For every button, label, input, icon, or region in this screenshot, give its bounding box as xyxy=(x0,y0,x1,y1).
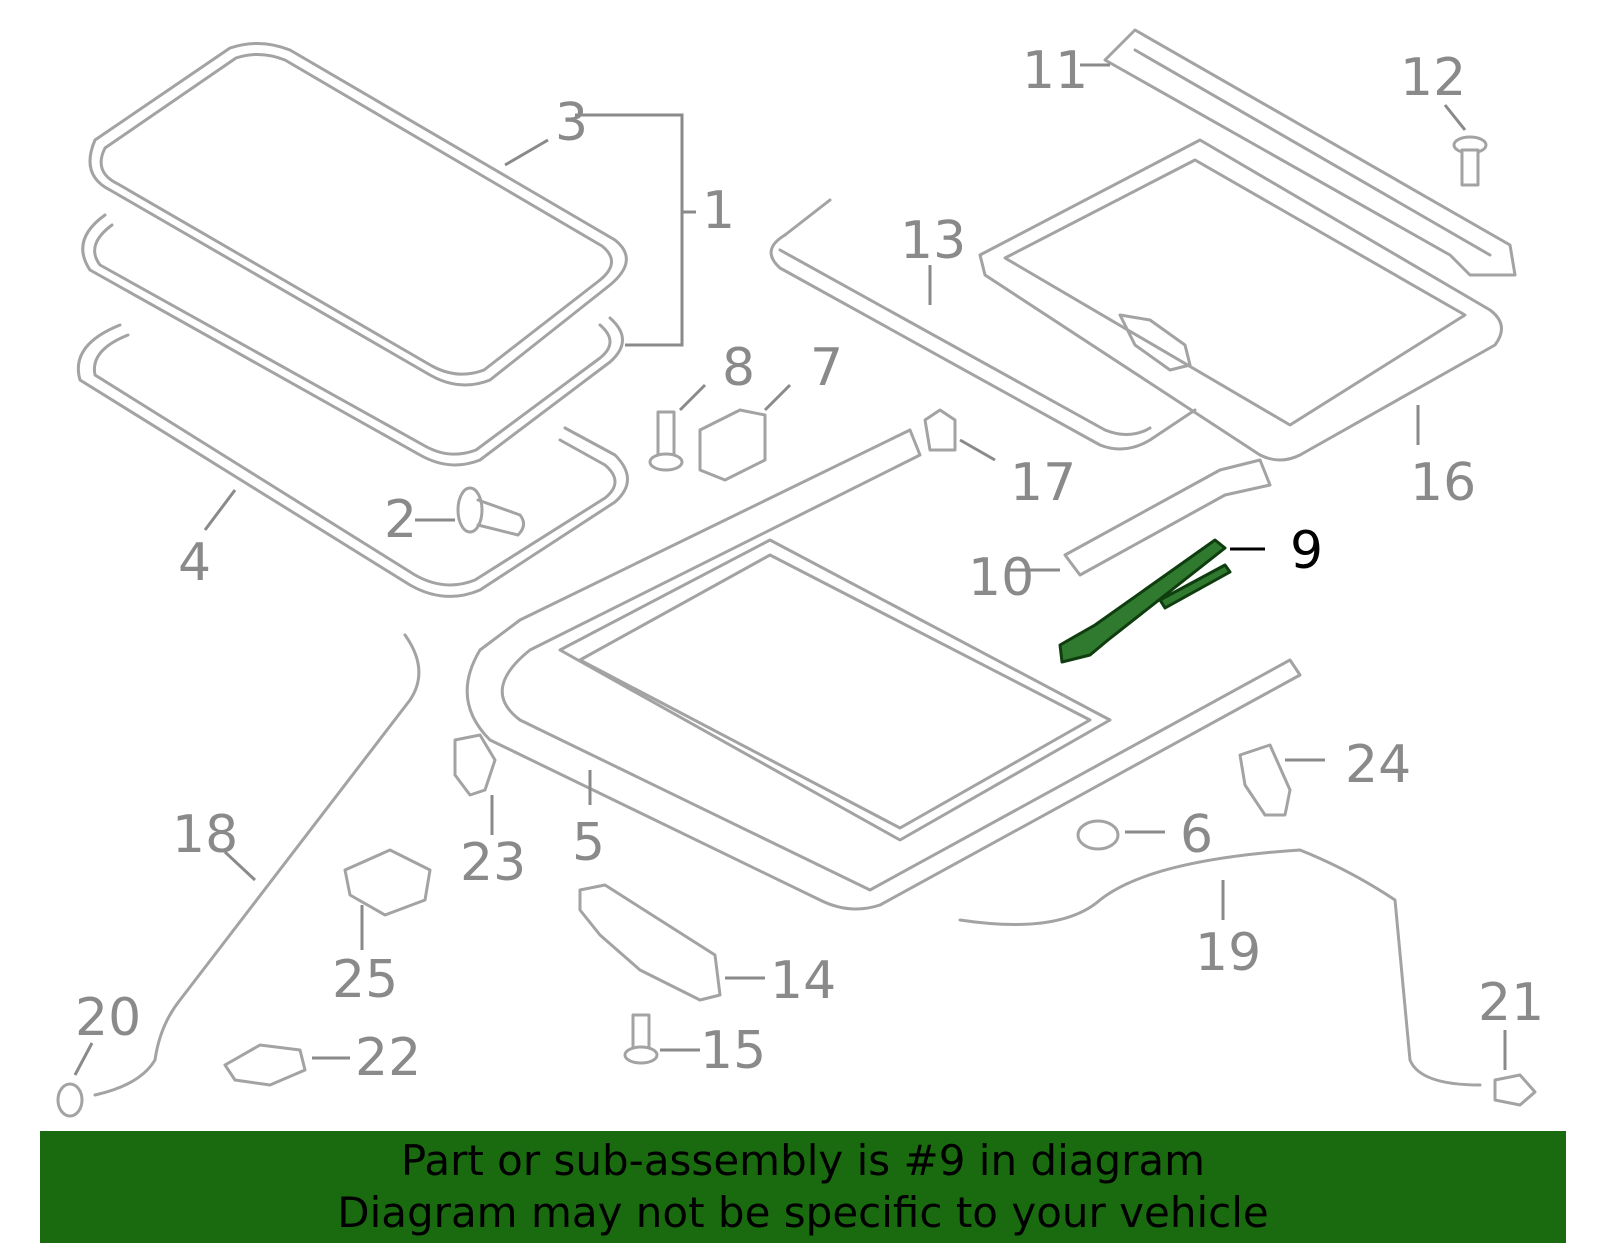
bolt-part-12 xyxy=(1452,135,1488,187)
callout-15: 15 xyxy=(700,1021,766,1081)
callout-19: 19 xyxy=(1195,923,1261,983)
callout-20: 20 xyxy=(75,988,141,1048)
frame-part-4 xyxy=(76,323,629,598)
glass-panel-part-3 xyxy=(88,42,628,387)
seal-inner-part-1 xyxy=(93,223,612,456)
banner-line-2: Diagram may not be specific to your vehi… xyxy=(337,1188,1269,1237)
leader-20 xyxy=(73,1042,94,1076)
banner-line-1: Part or sub-assembly is #9 in diagram xyxy=(400,1136,1206,1185)
leader-8 xyxy=(678,383,707,412)
callout-14: 14 xyxy=(770,951,836,1011)
callout-16: 16 xyxy=(1410,453,1476,513)
callout-13: 13 xyxy=(900,211,966,271)
callout-25: 25 xyxy=(332,950,398,1010)
leader-12 xyxy=(1443,104,1467,131)
fitting-part-21 xyxy=(1493,1073,1537,1107)
callout-4: 4 xyxy=(178,533,211,593)
guide-part-10 xyxy=(1063,458,1272,577)
callout-21: 21 xyxy=(1478,973,1544,1033)
drain-hose-part-18 xyxy=(93,633,421,1097)
bolt-part-15 xyxy=(623,1013,659,1065)
highlighted-part-9[interactable] xyxy=(1058,538,1232,664)
rail-part-11 xyxy=(1103,28,1517,277)
clip-part-24 xyxy=(1238,743,1292,817)
leader-18 xyxy=(223,850,257,882)
callout-2: 2 xyxy=(384,490,417,550)
callout-12: 12 xyxy=(1400,48,1466,108)
bolt-part-8 xyxy=(648,410,684,472)
clip-part-17 xyxy=(923,408,957,452)
callout-10: 10 xyxy=(968,548,1034,608)
callout-24: 24 xyxy=(1345,735,1411,795)
callout-8: 8 xyxy=(722,338,755,398)
leader-7 xyxy=(763,383,792,412)
rail-part-11-b xyxy=(1133,48,1492,257)
leader-17 xyxy=(959,438,996,462)
roof-frame-part-5 xyxy=(465,428,1302,911)
deflector-part-13-b xyxy=(778,248,1152,436)
leader-1 xyxy=(575,113,684,347)
callout-18: 18 xyxy=(172,805,238,865)
deflector-end-part-13 xyxy=(783,198,832,237)
callout-3: 3 xyxy=(555,93,588,153)
deflector-part-13 xyxy=(769,233,1197,451)
drain-hose-part-19 xyxy=(958,848,1482,1087)
fitting-part-20 xyxy=(56,1082,84,1118)
callout-5: 5 xyxy=(572,813,605,873)
screw-part-2 xyxy=(456,486,525,537)
grommet-part-6 xyxy=(1076,819,1120,851)
leader-4 xyxy=(203,489,237,531)
callout-22: 22 xyxy=(355,1028,421,1088)
info-banner: Part or sub-assembly is #9 in diagram Di… xyxy=(40,1131,1566,1243)
bracket-part-14 xyxy=(578,883,722,1002)
clip-part-22 xyxy=(223,1043,307,1087)
callout-9[interactable]: 9 xyxy=(1290,521,1323,581)
clip-part-23 xyxy=(453,733,497,797)
leader-3 xyxy=(504,138,549,167)
callout-17: 17 xyxy=(1010,453,1076,513)
callout-7: 7 xyxy=(810,338,843,398)
callout-11: 11 xyxy=(1022,41,1088,101)
callout-6: 6 xyxy=(1180,805,1213,865)
bracket-part-7 xyxy=(698,408,767,482)
seal-part-1 xyxy=(81,213,624,467)
callout-23: 23 xyxy=(460,833,526,893)
sunshade-part-16 xyxy=(978,138,1503,462)
motor-part-25 xyxy=(343,848,432,917)
callout-1: 1 xyxy=(702,181,735,241)
